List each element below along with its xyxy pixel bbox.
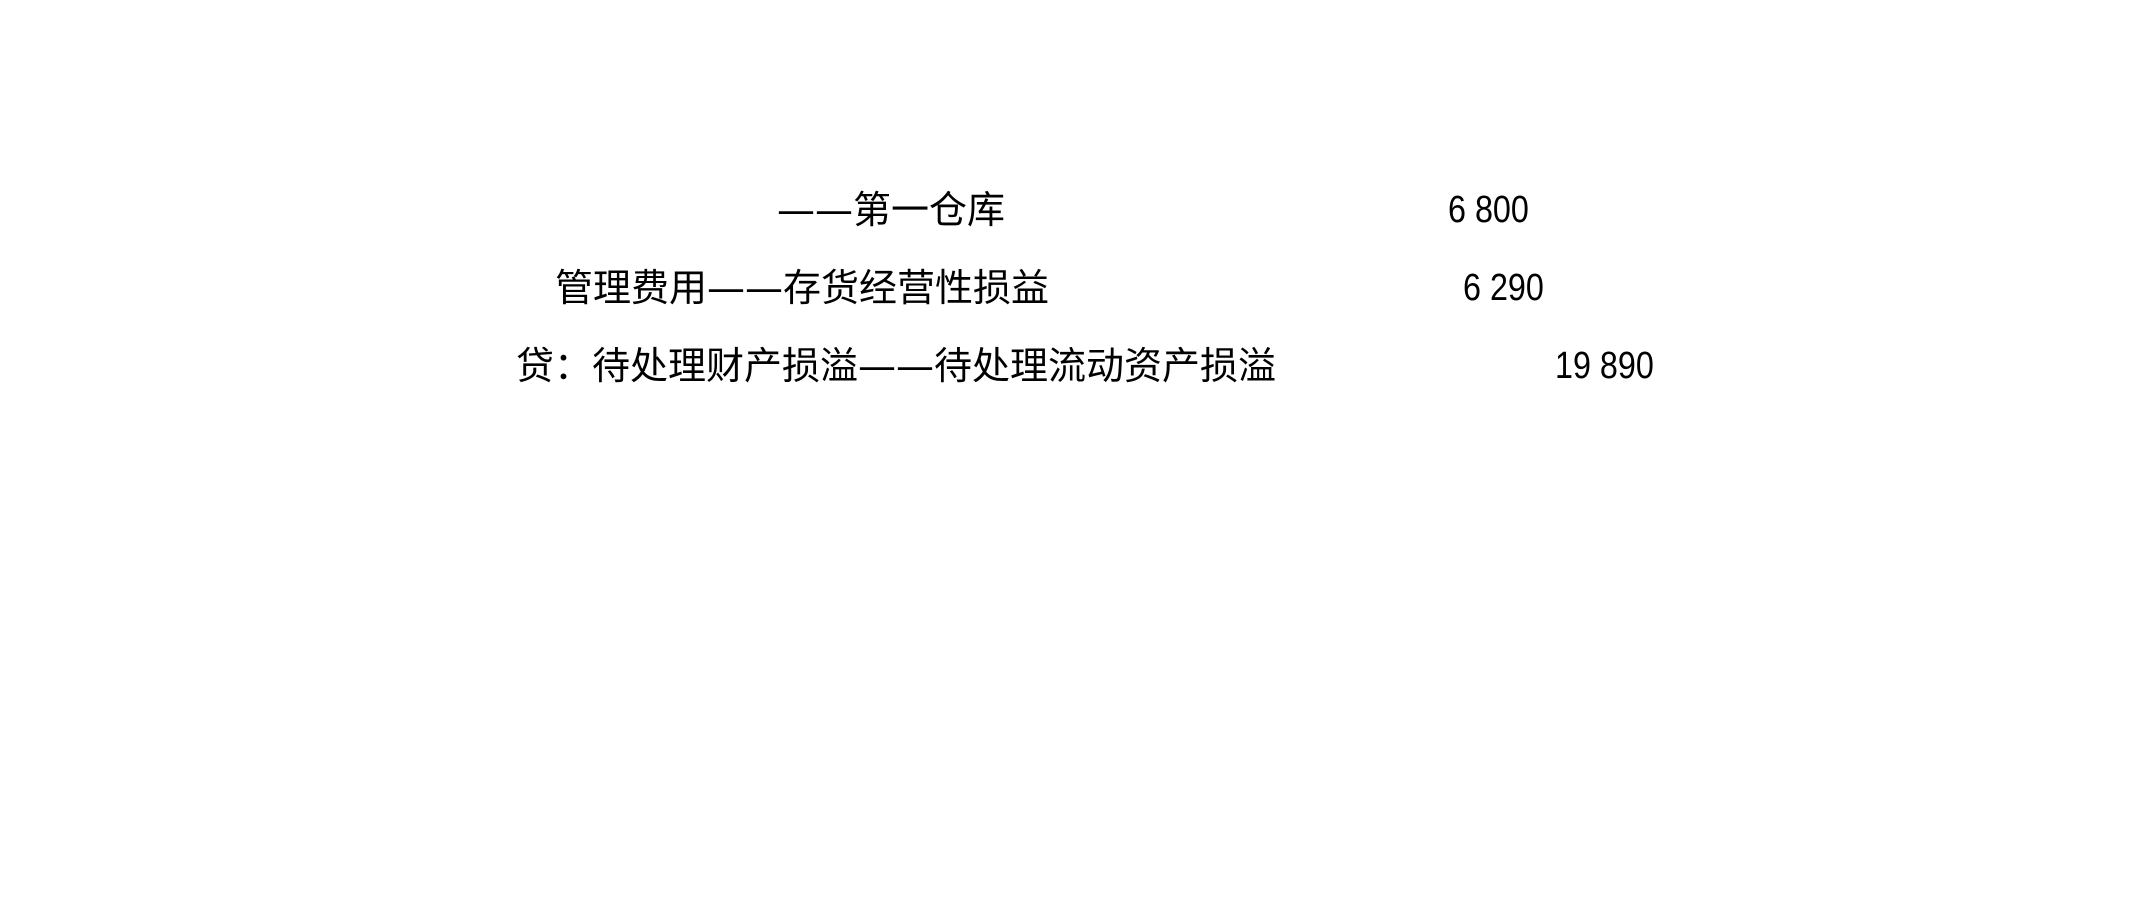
- amount: 6 800: [1448, 189, 1529, 231]
- account-name: ——第一仓库: [777, 188, 1006, 232]
- amount: 19 890: [1555, 345, 1654, 387]
- amount: 6 290: [1463, 267, 1544, 309]
- account-name: 管理费用——存货经营性损益: [555, 266, 1050, 310]
- account-name: 贷：待处理财产损溢——待处理流动资产损溢: [516, 344, 1277, 388]
